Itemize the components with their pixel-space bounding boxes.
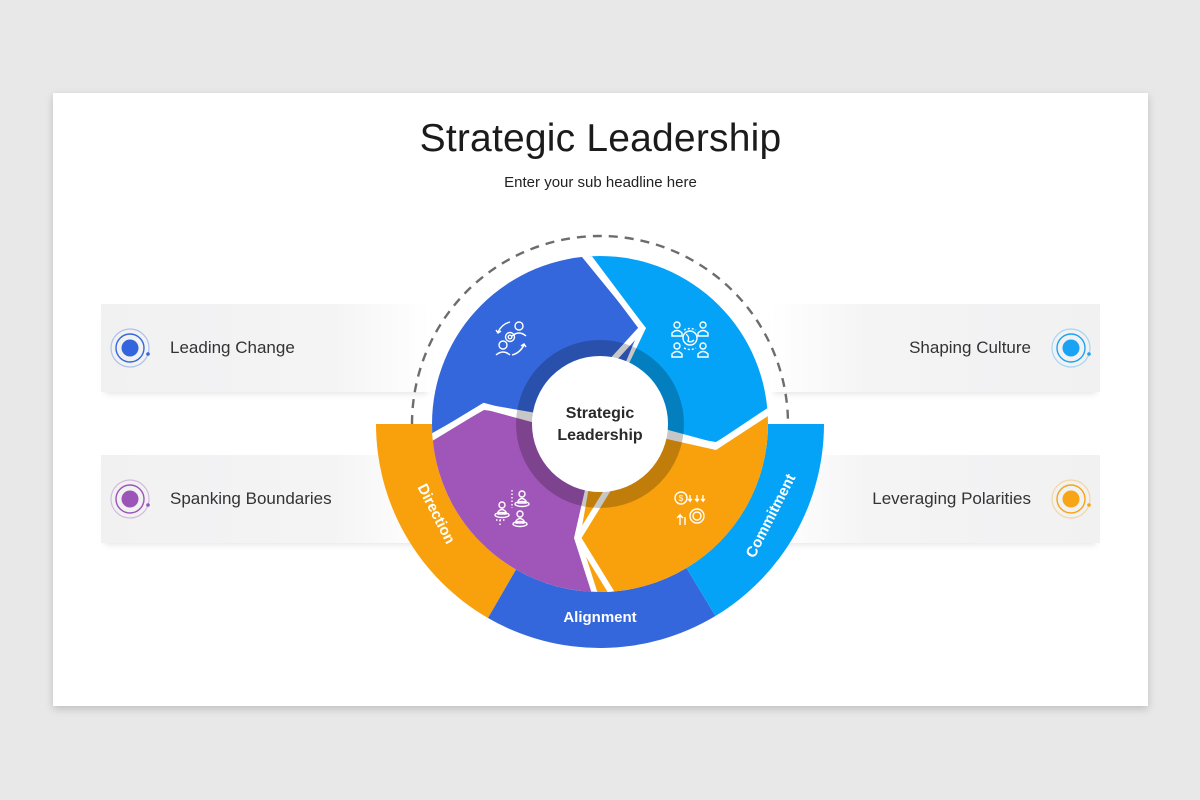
- slide-subtitle: Enter your sub headline here: [504, 174, 697, 191]
- slide-title: Strategic Leadership: [419, 117, 782, 160]
- team-positions-icon: [494, 490, 530, 528]
- center-label-line2: Leadership: [557, 427, 643, 444]
- panel-shaping-culture: Shaping Culture: [770, 304, 1100, 392]
- panel-label: Leveraging Polarities: [872, 489, 1031, 508]
- center-circle: [532, 356, 668, 492]
- svg-text:$: $: [679, 494, 684, 503]
- outer-segment-direction: [376, 424, 516, 618]
- finance-gear-icon: $: [674, 491, 706, 525]
- outer-segment-alignment: [488, 568, 716, 649]
- target-dot-icon: [110, 479, 150, 519]
- target-dot-icon: [110, 328, 150, 368]
- panel-label: Shaping Culture: [909, 338, 1031, 357]
- team-cycle-gear-icon: [495, 321, 527, 356]
- panel-leading-change: Leading Change: [101, 304, 431, 392]
- outer-label-alignment: Alignment: [563, 609, 636, 626]
- dashed-arc: [410, 234, 790, 425]
- panel-label: Spanking Boundaries: [170, 489, 332, 508]
- panel-leveraging-polarities: Leveraging Polarities: [770, 455, 1100, 543]
- inner-ring: [516, 340, 684, 508]
- target-dot-icon: [1051, 479, 1091, 519]
- panel-spanking-boundaries: Spanking Boundaries: [101, 455, 431, 543]
- outer-segment-commitment: [686, 424, 824, 616]
- target-dot-icon: [1051, 328, 1091, 368]
- global-team-icon: [671, 321, 709, 358]
- center-label-line1: Strategic: [566, 405, 635, 422]
- panel-label: Leading Change: [170, 338, 295, 357]
